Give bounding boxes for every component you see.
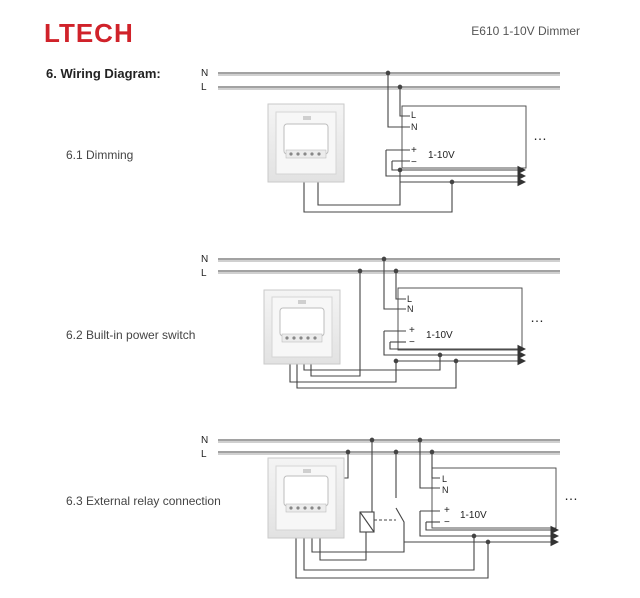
minus-label: − bbox=[409, 337, 415, 348]
diagram-1-label: 6.1 Dimming bbox=[66, 148, 134, 162]
signal-label: 1-10V bbox=[428, 150, 455, 161]
driver-n-label: N bbox=[442, 485, 449, 495]
plus-label: + bbox=[409, 325, 415, 336]
plus-label: + bbox=[444, 505, 450, 516]
relay-contact bbox=[395, 507, 405, 542]
diagram-2-label: 6.2 Built-in power switch bbox=[66, 328, 196, 342]
section-title: 6. Wiring Diagram: bbox=[46, 66, 161, 81]
more-drivers-ellipsis: … bbox=[533, 127, 547, 143]
driver-box bbox=[431, 467, 557, 529]
document-title: E610 1-10V Dimmer bbox=[471, 24, 580, 38]
mains-l-label: L bbox=[201, 449, 207, 460]
driver-n-label: N bbox=[411, 122, 418, 132]
driver-l-label: L bbox=[407, 294, 412, 304]
diagram-1: N L L N + − 1-10V … bbox=[201, 68, 560, 213]
more-drivers-ellipsis: … bbox=[564, 487, 578, 503]
driver-l-label: L bbox=[442, 474, 447, 484]
mains-n-label: N bbox=[201, 254, 208, 265]
diagram-2: N L L N + − 1-10V … bbox=[201, 254, 560, 389]
diagram-3-label: 6.3 External relay connection bbox=[66, 494, 221, 508]
more-drivers-ellipsis: … bbox=[530, 309, 544, 325]
signal-label: 1-10V bbox=[426, 330, 453, 341]
mains-l-label: L bbox=[201, 82, 207, 93]
dimmer-device-1 bbox=[267, 103, 345, 183]
diagram-3: N L L N + − 1-10V … bbox=[201, 435, 578, 579]
mains-l-label: L bbox=[201, 268, 207, 279]
minus-label: − bbox=[444, 517, 450, 528]
brand-logo: LTECH bbox=[44, 18, 134, 48]
driver-l-label: L bbox=[411, 110, 416, 120]
signal-label: 1-10V bbox=[460, 510, 487, 521]
mains-n-label: N bbox=[201, 68, 208, 79]
dimmer-device-2 bbox=[263, 289, 341, 365]
plus-label: + bbox=[411, 145, 417, 156]
driver-n-label: N bbox=[407, 304, 414, 314]
mains-n-label: N bbox=[201, 435, 208, 446]
minus-label: − bbox=[411, 157, 417, 168]
dimmer-device-3 bbox=[267, 457, 345, 539]
driver-box bbox=[401, 105, 527, 169]
driver-box bbox=[397, 287, 523, 351]
